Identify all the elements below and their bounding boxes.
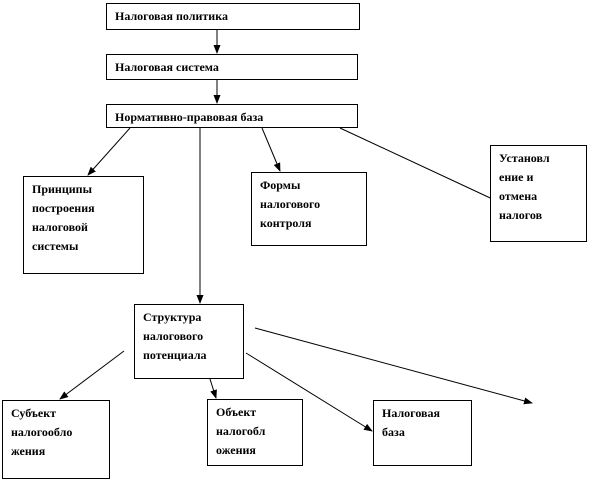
node-principles: Принципы построения налоговой системы: [23, 176, 144, 274]
node-label: Принципы построения налоговой системы: [32, 182, 95, 253]
node-label: Налоговая политика: [115, 9, 228, 23]
node-object: Объект налогобл ожения: [207, 399, 303, 466]
node-label: Налоговая база: [382, 406, 440, 439]
arrow-tax-potential-to-object: [209, 378, 217, 399]
arrow-tax-potential-to-unnamed: [254, 327, 533, 405]
arrow-legal-base-to-establishment: [339, 127, 502, 204]
node-label: Установл ение и отмена налогов: [499, 151, 550, 222]
node-establishment: Установл ение и отмена налогов: [490, 145, 587, 242]
arrow-tax-potential-to-tax-base: [245, 352, 373, 432]
node-label: Объект налогобл ожения: [216, 405, 266, 457]
node-tax-potential: Структура налогового потенциала: [134, 304, 244, 379]
node-label: Налоговая система: [115, 60, 219, 74]
node-tax-base: Налоговая база: [373, 400, 472, 466]
arrow-legal-base-to-principles: [87, 127, 131, 176]
node-label: Нормативно-правовая база: [115, 110, 264, 124]
node-legal-base: Нормативно-правовая база: [106, 104, 358, 128]
arrow-legal-base-to-control-forms: [261, 127, 281, 172]
node-label: Субъект налогообло жения: [11, 406, 73, 458]
node-label: Структура налогового потенциала: [143, 310, 207, 362]
node-label: Формы налогового контроля: [260, 178, 321, 230]
node-subject: Субъект налогообло жения: [2, 400, 110, 479]
node-tax-policy: Налоговая политика: [106, 3, 360, 30]
node-tax-system: Налоговая система: [106, 54, 358, 80]
node-control-forms: Формы налогового контроля: [251, 172, 367, 246]
arrow-tax-potential-to-subject: [59, 350, 125, 400]
